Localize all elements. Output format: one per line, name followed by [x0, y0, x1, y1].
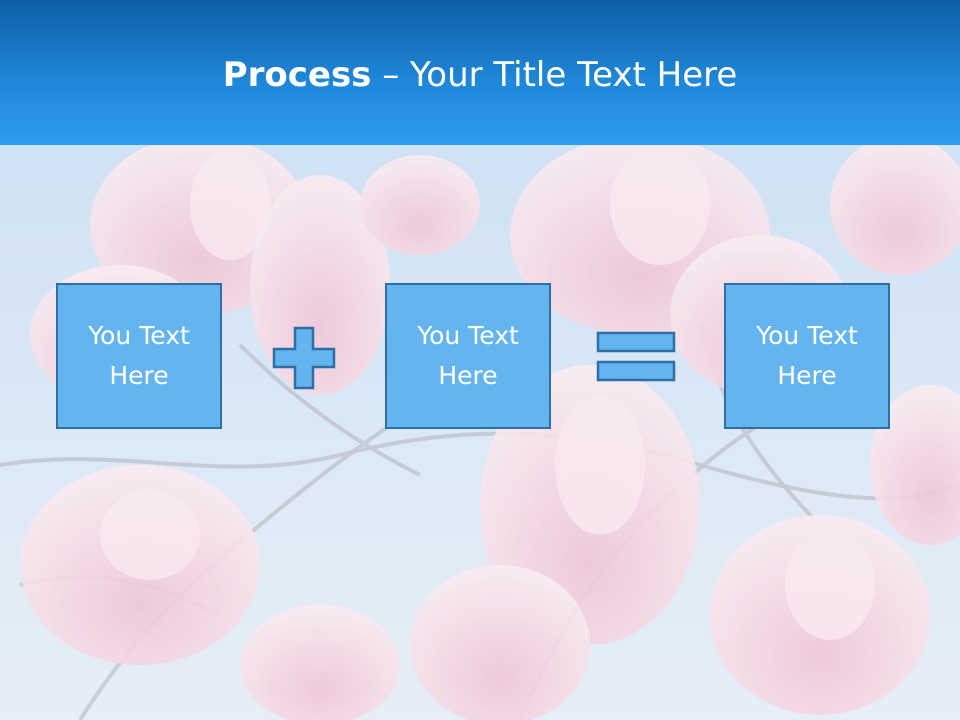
slide-title[interactable]: Process – Your Title Text Here: [0, 52, 960, 98]
background-wash: [0, 145, 960, 720]
process-box-3[interactable]: You Text Here: [724, 283, 890, 429]
process-box-3-text: You Text Here: [756, 321, 858, 390]
process-box-2[interactable]: You Text Here: [385, 283, 551, 429]
process-box-1-text: You Text Here: [88, 321, 190, 390]
title-banner: [0, 0, 960, 145]
process-box-2-text: You Text Here: [417, 321, 519, 390]
equals-icon: [596, 331, 676, 382]
process-box-1[interactable]: You Text Here: [56, 283, 222, 429]
title-bold-text: Process: [222, 55, 372, 95]
title-rest-text: – Your Title Text Here: [371, 55, 738, 95]
plus-icon: [272, 326, 336, 390]
